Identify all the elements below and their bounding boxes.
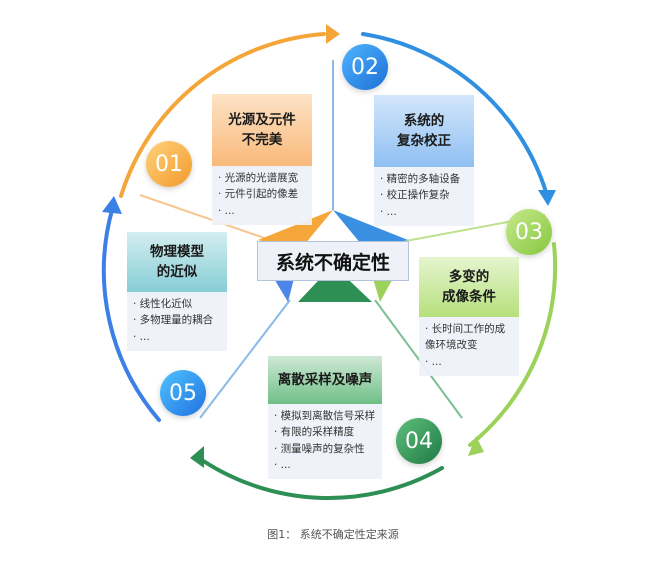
cause-box-03-list: · 长时间工作的成 像环境改变 · ... <box>419 317 519 376</box>
box-04-header-bg <box>268 356 382 404</box>
arrowhead-3 <box>468 436 484 456</box>
center-title: 系统不确定性 <box>257 241 409 281</box>
list-item: · ... <box>133 330 150 343</box>
list-item: · 线性化近似 <box>133 298 193 310</box>
list-item: · 有限的采样精度 <box>274 426 355 439</box>
step-01-badge: 01 <box>146 141 192 187</box>
list-item: 像环境改变 <box>425 339 478 352</box>
list-item: · 元件引起的像差 <box>218 188 299 201</box>
pentagon-piece-02 <box>333 210 408 250</box>
arrowhead-4 <box>190 446 204 468</box>
list-item: · 模拟到离散信号采样 <box>274 410 376 422</box>
list-item: · 校正操作复杂 <box>380 189 450 202</box>
step-05-badge: 05 <box>160 370 206 416</box>
cause-box-04-list: · 模拟到离散信号采样 · 有限的采样精度 · 测量噪声的复杂性 · ... <box>268 404 382 480</box>
cause-box-03-title: 多变的成像条件 <box>442 268 496 305</box>
spoke-04-05 <box>199 299 291 419</box>
list-item: · 光源的光谱展宽 <box>218 172 299 184</box>
list-item: · 测量噪声的复杂性 <box>274 442 365 455</box>
cause-box-01: 光源及元件不完美 · 光源的光谱展宽 · 元件引起的像差 · ... <box>212 94 312 225</box>
cause-box-02-list: · 精密的多轴设备 · 校正操作复杂 · ... <box>374 167 474 226</box>
cycle-arc-02-03 <box>361 32 548 194</box>
pentagon-piece-01 <box>258 210 333 250</box>
pentagon-piece-04 <box>298 265 372 302</box>
box-02-header-bg <box>374 95 474 167</box>
cause-box-04: 离散采样及噪声 · 模拟到离散信号采样 · 有限的采样精度 · 测量噪声的复杂性… <box>268 356 382 480</box>
cause-box-01-title: 光源及元件不完美 <box>228 111 296 148</box>
arrowhead-2 <box>538 190 556 206</box>
list-item: · ... <box>274 458 291 471</box>
step-04-badge: 04 <box>396 418 442 464</box>
cause-box-04-title: 离散采样及噪声 <box>277 371 373 388</box>
step-02-badge: 02 <box>342 44 388 90</box>
cause-box-01-list: · 光源的光谱展宽 · 元件引起的像差 · ... <box>212 166 312 225</box>
arrowhead-5 <box>102 196 122 214</box>
figure-caption: 图1： 系统不确定性定来源 <box>267 528 399 541</box>
cause-box-03: 多变的成像条件 · 长时间工作的成 像环境改变 · ... <box>419 257 519 376</box>
arrowhead-1 <box>326 24 340 44</box>
cause-box-02: 系统的复杂校正 · 精密的多轴设备 · 校正操作复杂 · ... <box>374 95 474 226</box>
cause-box-05: 物理模型的近似 · 线性化近似 · 多物理量的耦合 · ... <box>127 232 227 351</box>
list-item: · ... <box>218 204 235 217</box>
spoke-05-01 <box>139 194 271 241</box>
box-01-header-bg <box>212 94 312 166</box>
cycle-arc-04-05 <box>194 454 444 500</box>
list-item: · 精密的多轴设备 <box>380 173 461 185</box>
cause-box-05-list: · 线性化近似 · 多物理量的耦合 · ... <box>127 292 227 351</box>
cycle-arc-01-02 <box>119 32 326 198</box>
cycle-arc-03-04 <box>468 242 558 447</box>
list-item: · ... <box>425 355 442 368</box>
list-item: · 长时间工作的成 <box>425 323 506 335</box>
list-item: · ... <box>380 205 397 218</box>
step-03-badge: 03 <box>506 209 552 255</box>
spoke-03-04 <box>374 299 463 419</box>
list-item: · 多物理量的耦合 <box>133 314 214 327</box>
box-05-header-bg <box>127 232 227 292</box>
cycle-arc-05-01 <box>101 208 161 422</box>
cause-box-02-title: 系统的复杂校正 <box>397 112 451 149</box>
box-03-header-bg <box>419 257 519 317</box>
cause-box-05-title: 物理模型的近似 <box>150 243 204 280</box>
